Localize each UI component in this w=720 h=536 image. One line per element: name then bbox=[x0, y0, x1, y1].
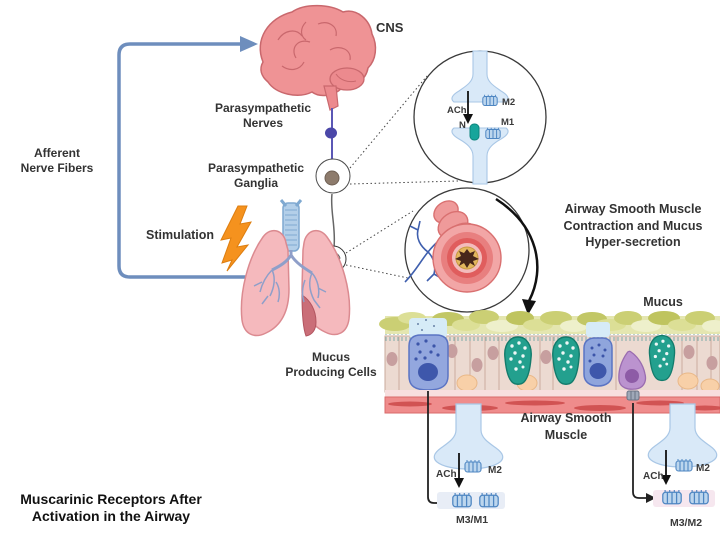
magnifier-dotted-lines bbox=[345, 75, 459, 279]
parasympathetic-nerves-label: Parasympathetic Nerves bbox=[214, 101, 312, 130]
m3-m2-receptor-icon bbox=[662, 489, 682, 505]
parasympathetic-ganglion bbox=[315, 158, 351, 248]
m2-receptor-icon bbox=[675, 458, 693, 472]
m3-m2-label: M3/M2 bbox=[669, 517, 703, 529]
figure-title: Muscarinic Receptors After Activation in… bbox=[20, 491, 202, 524]
muscle-receptor-icon bbox=[626, 390, 640, 401]
goblet-cell-teal bbox=[648, 334, 676, 382]
ganglion-synapse-inset bbox=[413, 50, 547, 185]
stimulation-bolt-icon bbox=[220, 205, 252, 272]
muscle-synapse-illustration bbox=[647, 403, 718, 507]
mucus-label: Mucus bbox=[643, 295, 683, 309]
epithelium-band bbox=[379, 310, 720, 414]
bronchial-tree bbox=[253, 250, 327, 309]
m1-label: M1 bbox=[501, 117, 515, 128]
m2-receptor-icon bbox=[464, 459, 482, 473]
goblet-cell-blue bbox=[408, 334, 449, 391]
m2-label: M2 bbox=[696, 463, 710, 474]
lungs-illustration bbox=[240, 199, 351, 337]
afferent-loop-arrow bbox=[117, 36, 258, 279]
goblet-cell-teal bbox=[552, 336, 580, 385]
n-label: N bbox=[459, 120, 466, 131]
nicotinic-receptor-icon bbox=[469, 123, 480, 141]
m3-m1-label: M3/M1 bbox=[455, 514, 489, 526]
neuroendocrine-cell-purple bbox=[618, 350, 647, 390]
inset-to-epithelium-arrow bbox=[495, 197, 539, 315]
airway-tube bbox=[432, 200, 502, 293]
goblet-secretion-pocket bbox=[409, 318, 447, 338]
muscle-to-receptors-arrow bbox=[632, 403, 656, 503]
m3-m1-receptor-icon bbox=[452, 492, 472, 508]
m2-label: M2 bbox=[488, 465, 502, 476]
brain-illustration bbox=[259, 4, 377, 111]
m3-m2-receptor-icon bbox=[689, 489, 709, 505]
ach-label: ACh bbox=[436, 469, 457, 480]
goblet-cell-teal bbox=[504, 336, 532, 385]
asm-contraction-label: Airway Smooth Muscle Contraction and Muc… bbox=[563, 202, 703, 249]
m3-m1-receptor-icon bbox=[479, 492, 499, 508]
cns-label: CNS bbox=[376, 20, 404, 35]
goblet-cell-blue bbox=[583, 337, 613, 387]
epithelium-synapse-illustration bbox=[433, 403, 505, 509]
parasympathetic-ganglia-label: Parasympathetic Ganglia bbox=[207, 161, 305, 190]
m1-receptor-icon bbox=[485, 127, 501, 139]
m2-receptor-icon bbox=[482, 94, 498, 106]
ach-label: ACh bbox=[643, 471, 664, 482]
m2-label: M2 bbox=[502, 97, 516, 108]
ach-label: ACh bbox=[447, 105, 467, 116]
afferent-nerve-fibers-label: Afferent Nerve Fibers bbox=[20, 146, 94, 175]
mucus-producing-cells-label: Mucus Producing Cells bbox=[285, 350, 377, 379]
airway-smooth-muscle-label: Airway Smooth Muscle bbox=[520, 411, 612, 442]
airway-crosssection-inset bbox=[404, 187, 530, 313]
stimulation-label: Stimulation bbox=[146, 228, 215, 242]
